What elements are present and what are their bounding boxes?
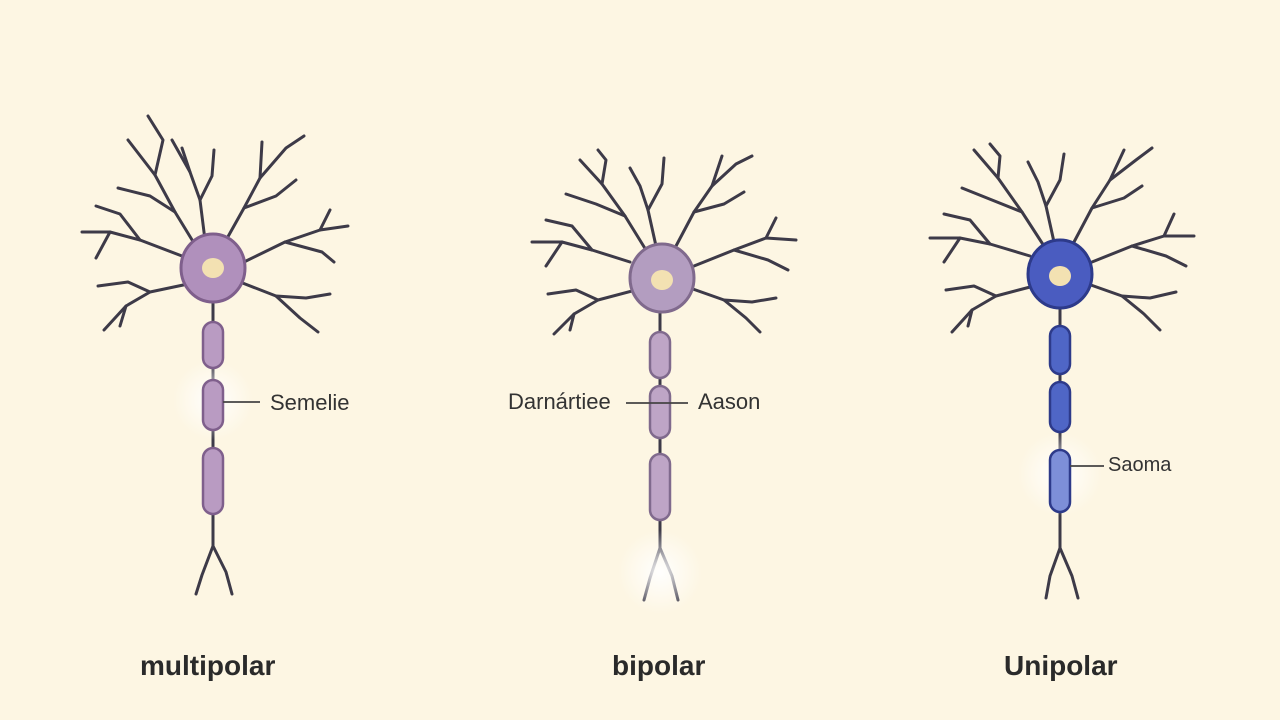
nucleus (202, 258, 224, 278)
myelin-segment (201, 320, 225, 370)
neuron-multipolar (80, 114, 350, 596)
soma-label-unipolar: Saoma (1108, 454, 1172, 476)
caption-multipolar: multipolar (140, 650, 276, 681)
caption-unipolar: Unipolar (1004, 650, 1118, 681)
caption-bipolar: bipolar (612, 650, 706, 681)
highlight-glow (618, 530, 702, 614)
myelin-segment (648, 452, 672, 522)
axon-label: Aason (698, 389, 761, 414)
nucleus (651, 270, 673, 290)
myelin-segment (201, 378, 225, 432)
neuron-unipolar (928, 142, 1196, 600)
myelin-segment (1048, 380, 1072, 434)
myelin-segment (201, 446, 225, 516)
myelin-segment (1048, 448, 1072, 514)
dendrite-label: Darnártiee (508, 389, 611, 414)
neuron-bipolar (530, 148, 798, 614)
myelin-segment (648, 330, 672, 380)
nucleus (1049, 266, 1071, 286)
myelin-segment (648, 384, 672, 440)
soma-label-multipolar: Semelie (270, 390, 350, 415)
myelin-segment (1048, 324, 1072, 376)
